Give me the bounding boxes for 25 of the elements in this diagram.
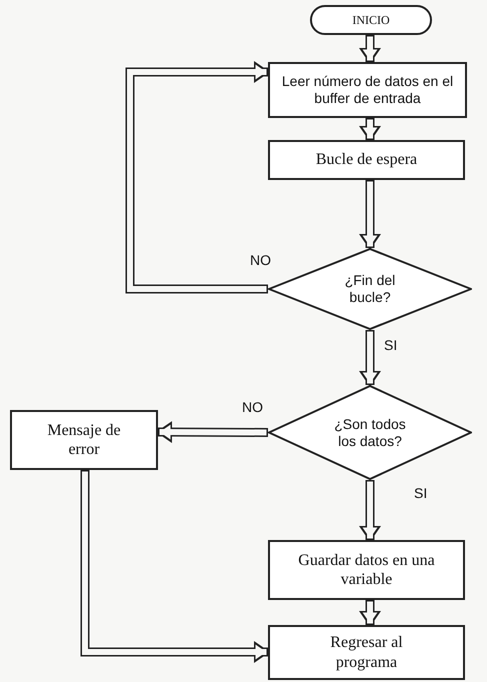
decision-diamond: [268, 385, 472, 480]
node-text: ¿Fin del bucle?: [344, 272, 396, 306]
node-text: Regresar al programa: [329, 633, 404, 672]
block-arrow: [359, 35, 381, 64]
node-text: Guardar datos en una variable: [297, 550, 436, 590]
block-arrow: [359, 180, 381, 250]
node-text: Bucle de espera: [316, 150, 418, 170]
process-box: [268, 140, 465, 180]
edge-label: NO: [240, 399, 265, 415]
process-box: [268, 62, 467, 118]
block-arrow: [359, 480, 381, 542]
node-text: ¿Son todos los datos?: [333, 416, 407, 450]
process-box: [10, 410, 158, 470]
block-arrow: [359, 600, 381, 627]
node-text: INICIO: [352, 12, 390, 28]
process-box: [268, 540, 465, 600]
end-box: [268, 625, 465, 680]
block-arrow: [156, 421, 268, 444]
block-arrow: [80, 470, 270, 663]
block-arrow: [126, 61, 270, 294]
node-text: Leer número de datos en el buffer de entrada: [280, 73, 454, 107]
node-text: Mensaje de error: [46, 420, 122, 460]
block-arrow: [359, 330, 381, 387]
start-terminal: [310, 5, 432, 35]
block-arrow: [359, 118, 381, 142]
